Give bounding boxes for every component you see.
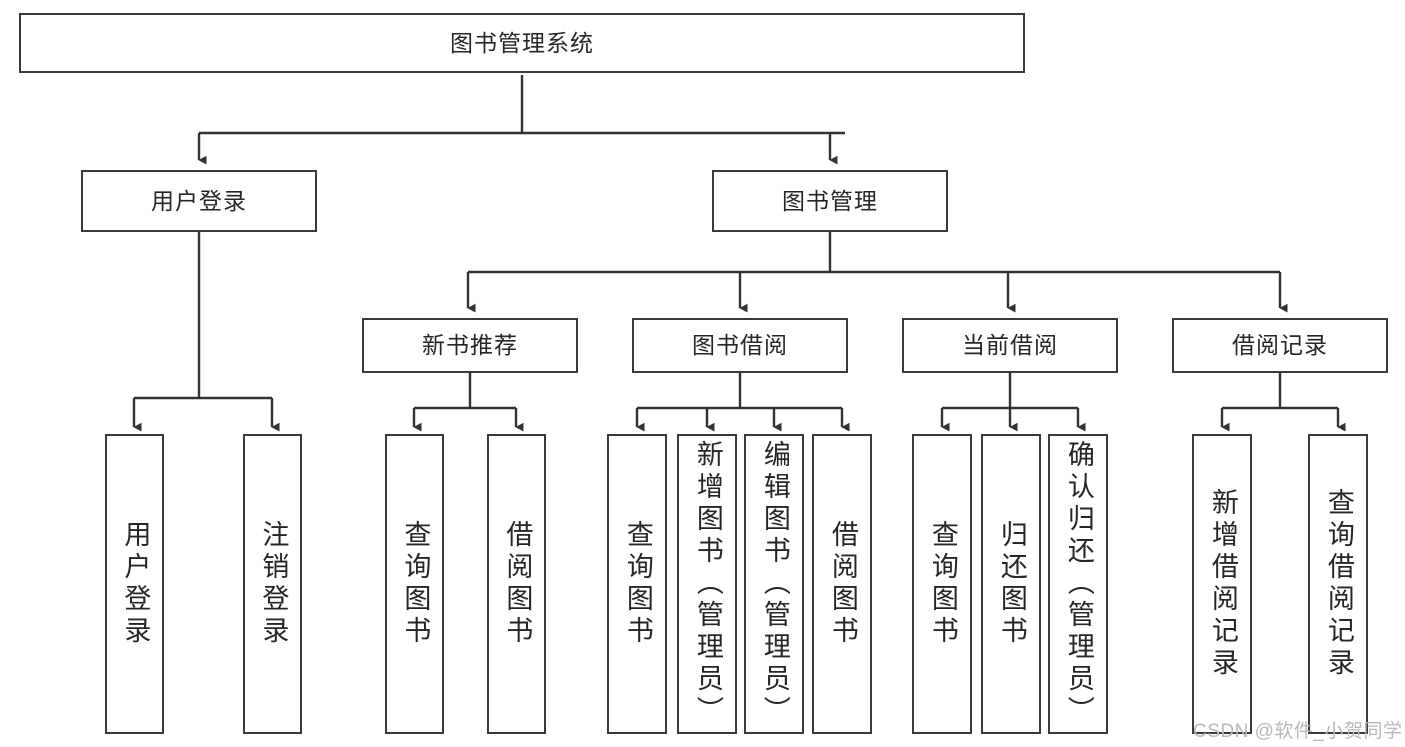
- node-label: 新增借阅记录: [1207, 488, 1238, 680]
- node-new-book-recommendation[interactable]: 新书推荐: [362, 318, 578, 373]
- node-leaf-borrow-book-recommend[interactable]: 借阅图书: [487, 434, 546, 734]
- node-leaf-query-book-recommend[interactable]: 查询图书: [385, 434, 444, 734]
- watermark-text: CSDN @软件_小贺同学: [1193, 721, 1403, 742]
- node-borrow-record[interactable]: 借阅记录: [1172, 318, 1388, 373]
- node-label: 编辑图书（管理员）: [759, 440, 790, 728]
- node-current-borrow[interactable]: 当前借阅: [902, 318, 1118, 373]
- node-label: 查询图书: [927, 520, 958, 648]
- node-user-login[interactable]: 用户登录: [81, 170, 317, 232]
- node-label: 查询借阅记录: [1323, 488, 1354, 680]
- node-label: 借阅图书: [502, 520, 533, 648]
- node-leaf-confirm-return-admin[interactable]: 确认归还（管理员）: [1048, 434, 1108, 734]
- node-leaf-query-book[interactable]: 查询图书: [607, 434, 667, 734]
- node-label: 当前借阅: [962, 332, 1058, 359]
- node-label: 查询图书: [622, 520, 653, 648]
- node-leaf-borrow-book[interactable]: 借阅图书: [812, 434, 872, 734]
- node-leaf-add-borrow-record[interactable]: 新增借阅记录: [1192, 434, 1252, 734]
- node-label: 归还图书: [996, 520, 1027, 648]
- node-label: 查询图书: [400, 520, 431, 648]
- node-leaf-edit-book-admin[interactable]: 编辑图书（管理员）: [744, 434, 804, 734]
- node-leaf-logout[interactable]: 注销登录: [243, 434, 302, 734]
- node-label: 用户登录: [120, 520, 151, 648]
- node-label: 借阅图书: [827, 520, 858, 648]
- node-leaf-user-login[interactable]: 用户登录: [105, 434, 164, 734]
- node-label: 借阅记录: [1232, 332, 1328, 359]
- node-label: 图书管理系统: [450, 29, 594, 56]
- node-label: 图书管理: [782, 187, 878, 214]
- node-label: 新增图书（管理员）: [692, 440, 723, 728]
- node-label: 注销登录: [258, 520, 289, 648]
- node-book-borrow[interactable]: 图书借阅: [632, 318, 848, 373]
- node-book-management[interactable]: 图书管理: [712, 170, 948, 232]
- node-leaf-query-borrow-record[interactable]: 查询借阅记录: [1308, 434, 1368, 734]
- node-label: 用户登录: [151, 187, 247, 214]
- node-leaf-add-book-admin[interactable]: 新增图书（管理员）: [677, 434, 737, 734]
- node-label: 图书借阅: [692, 332, 788, 359]
- node-label: 确认归还（管理员）: [1063, 440, 1094, 728]
- node-label: 新书推荐: [422, 332, 518, 359]
- node-root-book-management-system[interactable]: 图书管理系统: [19, 13, 1025, 73]
- node-leaf-return-book[interactable]: 归还图书: [981, 434, 1041, 734]
- node-leaf-query-book-current[interactable]: 查询图书: [912, 434, 972, 734]
